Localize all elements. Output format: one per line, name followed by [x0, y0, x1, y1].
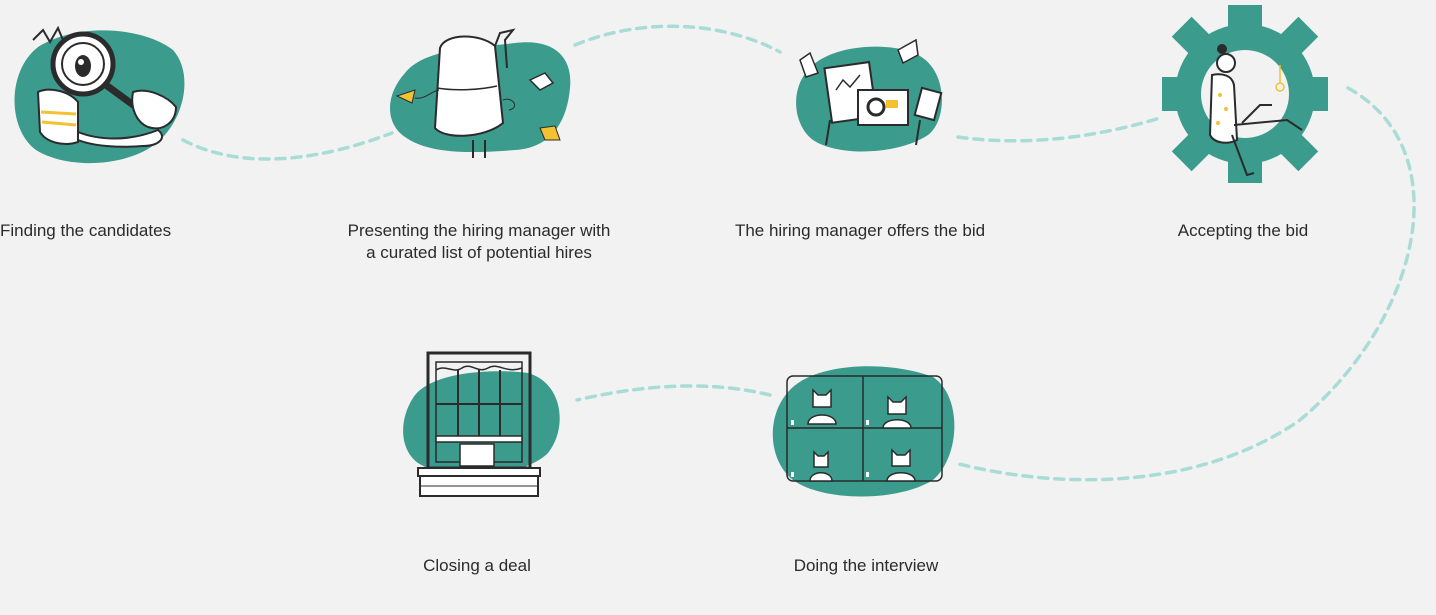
caption-line: Closing a deal	[423, 556, 531, 575]
mailbox-icon	[389, 28, 571, 158]
step-caption: Finding the candidates	[0, 220, 184, 242]
connector-5-6	[575, 384, 772, 402]
caption-line: The hiring manager offers the bid	[734, 221, 986, 240]
caption-line: Finding the candidates	[0, 221, 172, 240]
gear-person-laptop-icon	[1162, 5, 1328, 183]
connector-3-4	[956, 116, 1162, 143]
step-caption: Accepting the bid	[1150, 220, 1336, 242]
video-call-cats-icon	[772, 366, 955, 497]
step-caption: Presenting the hiring manager with a cur…	[325, 220, 633, 264]
step-caption: The hiring manager offers the bid	[715, 220, 1005, 242]
connector-2-3	[573, 24, 782, 54]
window-icon	[403, 351, 560, 497]
connector-1-2	[181, 131, 394, 161]
caption-line: Accepting the bid	[1177, 221, 1309, 240]
connector-4-5	[953, 86, 1416, 482]
documents-calculator-icon	[796, 38, 943, 152]
step-caption: Closing a deal	[400, 555, 554, 577]
caption-line: Doing the interview	[793, 556, 939, 575]
step-caption: Doing the interview	[768, 555, 964, 577]
caption-line: a curated list of potential hires	[366, 243, 592, 262]
caption-line: Presenting the hiring manager with	[347, 221, 611, 240]
magnifying-glass-person-icon	[14, 25, 185, 164]
